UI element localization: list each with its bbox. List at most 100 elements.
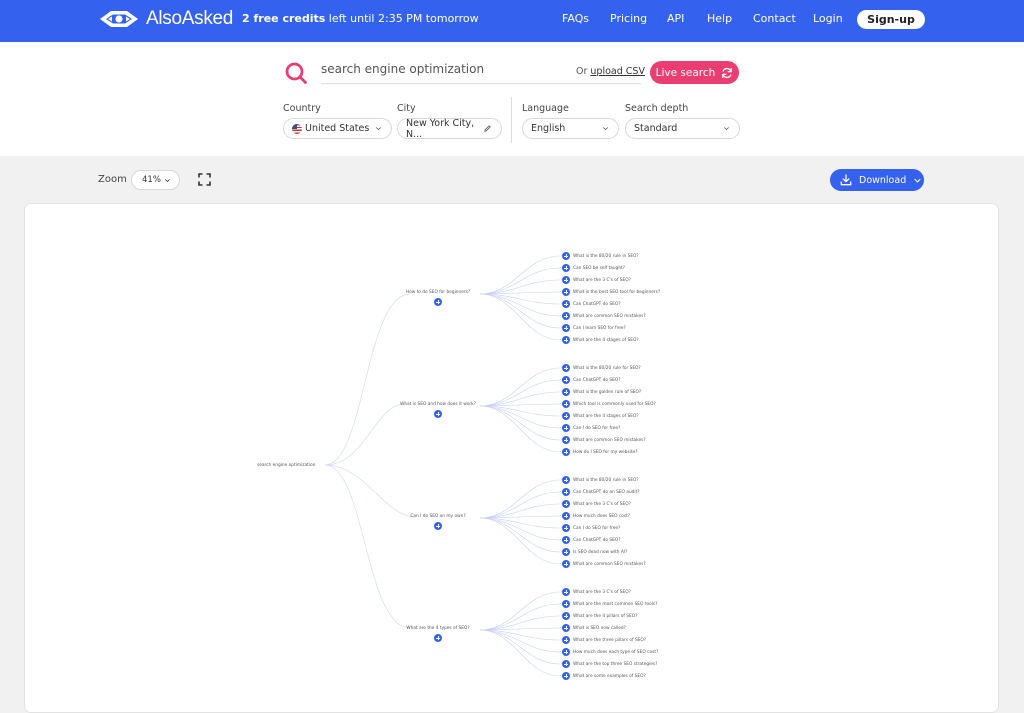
expand-leaf-button[interactable] (562, 364, 570, 372)
nav-api[interactable]: API (667, 12, 685, 25)
expand-leaf-button[interactable] (562, 324, 570, 332)
leaf-question[interactable]: What are the three pillars of SEO? (562, 636, 646, 644)
expand-leaf-button[interactable] (562, 636, 570, 644)
branch-question-4[interactable]: What are the 4 types of SEO? (406, 626, 470, 631)
leaf-question[interactable]: How do I SEO for my website? (562, 448, 638, 456)
expand-leaf-button[interactable] (562, 548, 570, 556)
leaf-question[interactable]: What are common SEO mistakes? (562, 436, 646, 444)
country-label: Country (283, 103, 321, 114)
expand-leaf-button[interactable] (562, 648, 570, 656)
expand-leaf-button[interactable] (562, 288, 570, 296)
nav-help[interactable]: Help (707, 12, 733, 25)
expand-leaf-button[interactable] (562, 312, 570, 320)
expand-leaf-button[interactable] (562, 424, 570, 432)
leaf-question[interactable]: What is the golden rule of SEO? (562, 388, 641, 396)
leaf-question[interactable]: Can I learn SEO for free? (562, 324, 626, 332)
city-input[interactable]: New York City, N... (397, 118, 502, 140)
leaf-question[interactable]: What is SEO now called? (562, 624, 626, 632)
expand-branch-4-button[interactable] (434, 634, 442, 642)
expand-leaf-button[interactable] (562, 412, 570, 420)
branch-question-1[interactable]: How to do SEO for beginners? (405, 290, 471, 295)
upload-csv-link[interactable]: upload CSV (590, 66, 645, 77)
live-search-button[interactable]: Live search (650, 61, 739, 84)
search-panel: Or upload CSV Live search Country United… (0, 42, 1024, 156)
expand-leaf-button[interactable] (562, 336, 570, 344)
leaf-question[interactable]: What are the 4 stages of SEO? (562, 412, 639, 420)
leaf-question[interactable]: How much does each type of SEO cost? (562, 648, 658, 656)
leaf-question[interactable]: What are the 4 stages of SEO? (562, 336, 639, 344)
leaf-question[interactable]: Can SEO be self taught? (562, 264, 625, 272)
expand-leaf-button[interactable] (562, 488, 570, 496)
expand-leaf-button[interactable] (562, 524, 570, 532)
expand-branch-3-button[interactable] (434, 522, 442, 530)
nav-faqs[interactable]: FAQs (562, 12, 590, 25)
nav-login[interactable]: Login (813, 12, 843, 25)
leaf-question[interactable]: What are the top three SEO strategies? (562, 660, 657, 668)
expand-leaf-button[interactable] (562, 500, 570, 508)
leaf-question-text: What are the 4 stages of SEO? (573, 413, 639, 419)
question-tree-canvas[interactable]: search engine optimization How to do SEO… (24, 203, 999, 713)
expand-leaf-button[interactable] (562, 276, 570, 284)
expand-branch-1-button[interactable] (434, 298, 442, 306)
leaf-question-text: What are the 4 stages of SEO? (573, 337, 639, 343)
fullscreen-icon[interactable] (198, 173, 211, 186)
leaf-question-text: What is the best SEO tool for beginners? (573, 289, 661, 295)
leaf-question-text: What are the most common SEO tools? (573, 601, 658, 607)
expand-leaf-button[interactable] (562, 376, 570, 384)
branch-question-2[interactable]: What is SEO and how does it work? (400, 402, 476, 407)
expand-leaf-button[interactable] (562, 300, 570, 308)
expand-leaf-button[interactable] (562, 672, 570, 680)
expand-leaf-button[interactable] (562, 436, 570, 444)
expand-leaf-button[interactable] (562, 536, 570, 544)
expand-leaf-button[interactable] (562, 252, 570, 260)
leaf-question[interactable]: What are the 3 C's of SEO? (562, 588, 631, 596)
leaf-question[interactable]: What are the 3 C's of SEO? (562, 276, 631, 284)
leaf-question-text: Can ChatGPT do an SEO audit? (573, 489, 640, 495)
search-depth-select[interactable]: Standard (625, 118, 740, 139)
leaf-question[interactable]: What are the most common SEO tools? (562, 600, 657, 608)
keyword-search-input[interactable] (321, 60, 641, 84)
branch-question-3[interactable]: Can I do SEO on my own? (410, 514, 466, 519)
expand-leaf-button[interactable] (562, 612, 570, 620)
leaf-question[interactable]: Can I do SEO for free? (562, 524, 620, 532)
expand-leaf-button[interactable] (562, 476, 570, 484)
zoom-select[interactable]: 41% (131, 170, 180, 190)
expand-leaf-button[interactable] (562, 624, 570, 632)
leaf-question[interactable]: What are some examples of SEO? (562, 672, 646, 680)
leaf-question[interactable]: Can ChatGPT do SEO? (562, 536, 621, 544)
expand-leaf-button[interactable] (562, 512, 570, 520)
leaf-question[interactable]: What is the best SEO tool for beginners? (562, 288, 660, 296)
expand-leaf-button[interactable] (562, 448, 570, 456)
leaf-question[interactable]: What are common SEO mistakes? (562, 560, 646, 568)
leaf-question[interactable]: What is the 80/20 rule in SEO? (562, 476, 639, 484)
leaf-question[interactable]: Can ChatGPT do SEO? (562, 376, 621, 384)
expand-leaf-button[interactable] (562, 388, 570, 396)
leaf-question-text: What is SEO now called? (573, 625, 626, 631)
language-select[interactable]: English (522, 118, 619, 139)
leaf-question[interactable]: What are common SEO mistakes? (562, 312, 646, 320)
expand-branch-2-button[interactable] (434, 410, 442, 418)
leaf-question[interactable]: How much does SEO cost? (562, 512, 630, 520)
nav-pricing[interactable]: Pricing (610, 12, 648, 25)
pencil-icon[interactable] (483, 124, 492, 133)
leaf-question[interactable]: What is the 80/20 rule for SEO? (562, 364, 641, 372)
country-select[interactable]: United States (283, 118, 392, 139)
download-button[interactable]: Download (830, 169, 924, 191)
expand-leaf-button[interactable] (562, 600, 570, 608)
leaf-question[interactable]: What are the 3 C's of SEO? (562, 500, 631, 508)
expand-leaf-button[interactable] (562, 264, 570, 272)
signup-button[interactable]: Sign-up (857, 10, 925, 29)
leaf-question[interactable]: What is the 80/20 rule in SEO? (562, 252, 639, 260)
leaf-question[interactable]: Which tool is commonly used for SEO? (562, 400, 656, 408)
leaf-question[interactable]: Can ChatGPT do an SEO audit? (562, 488, 640, 496)
leaf-question[interactable]: Is SEO dead now with AI? (562, 548, 627, 556)
expand-leaf-button[interactable] (562, 560, 570, 568)
expand-leaf-button[interactable] (562, 588, 570, 596)
leaf-question[interactable]: Can ChatGPT do SEO? (562, 300, 621, 308)
leaf-question[interactable]: Can I do SEO for free? (562, 424, 620, 432)
nav-contact[interactable]: Contact (753, 12, 796, 25)
expand-leaf-button[interactable] (562, 660, 570, 668)
leaf-question[interactable]: What are the 4 pillars of SEO? (562, 612, 637, 620)
expand-leaf-button[interactable] (562, 400, 570, 408)
brand-logo[interactable]: AlsoAsked (98, 8, 233, 30)
